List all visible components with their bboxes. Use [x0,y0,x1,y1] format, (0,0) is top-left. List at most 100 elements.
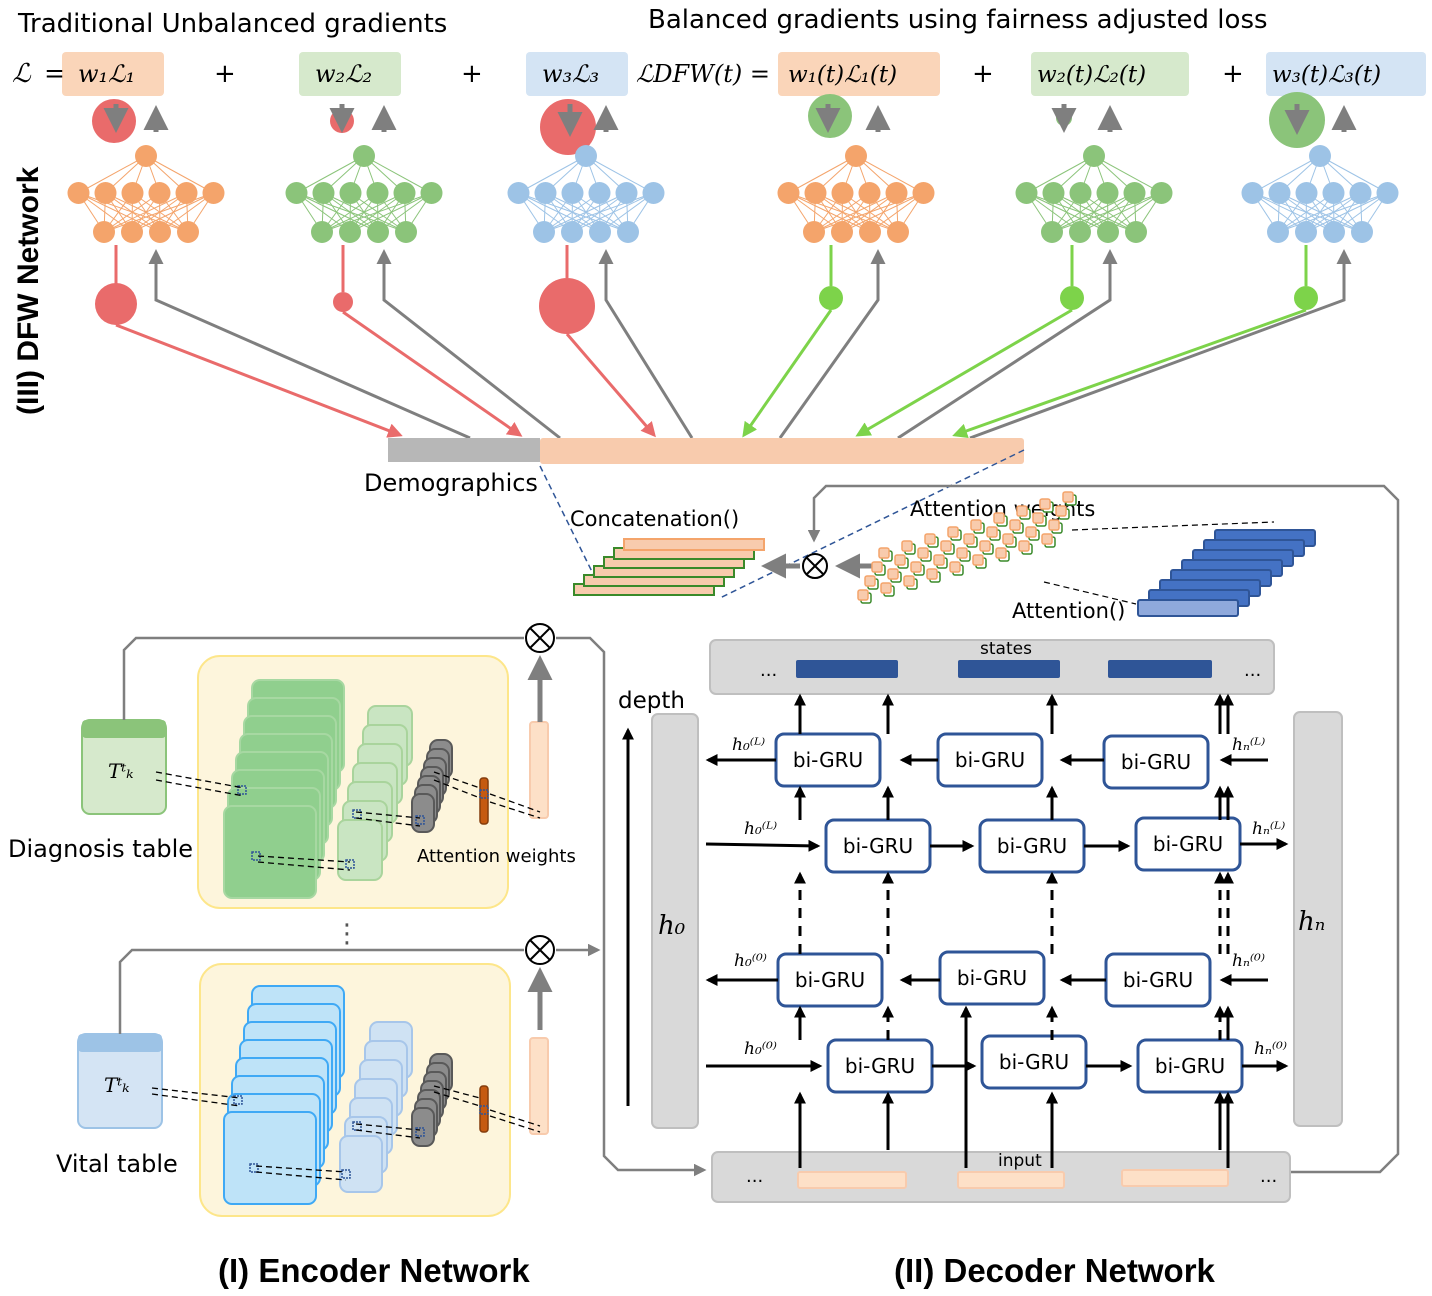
attention-weight [857,589,869,601]
neural-net-3 [507,145,665,243]
attention-weight [970,519,982,531]
bi-gru-label: bi-GRU [843,834,913,858]
bi-gru-label: bi-GRU [1155,1054,1225,1078]
hn0-label-upper: hₙ⁽⁰⁾ [1232,951,1265,971]
diag-attention-bar [529,721,549,819]
net-node [1323,221,1345,243]
net-node [311,221,333,243]
net-node [1295,182,1318,204]
net-node [312,182,335,204]
attention-weight [1018,540,1030,552]
gru-forward-arrow [705,839,821,852]
dfw-plus-2: + [1222,59,1244,89]
input-slot-3 [1121,1169,1229,1187]
diag-attention-feature [479,777,489,825]
vital-attention-bar [529,1037,549,1135]
attention-states-stack [1137,529,1316,617]
output-circle-1 [95,283,137,325]
net-node [1309,145,1331,167]
net-node [339,221,361,243]
input-dots-left: ... [746,1166,763,1187]
term-gradient-arrows [103,104,1357,137]
attention-weight [1009,519,1021,531]
bi-gru-label: bi-GRU [1123,968,1193,992]
net-node [393,182,416,204]
encoder-dashed-links [151,771,541,1181]
bi-gru-cell-3 [1102,734,1210,790]
attention-weight [880,582,892,594]
attention-weight [1062,491,1074,503]
input-dots-right: ... [1260,1166,1277,1187]
net-node [1042,182,1065,204]
attention-fn-label: Attention() [1012,599,1125,623]
net-node [533,221,555,243]
equals-sign: = [44,59,66,89]
net-output-stems [114,245,1308,292]
diagnosis-symbol: Tᵗₖ [108,759,134,783]
h00-label-lower: h₀⁽⁰⁾ [744,1039,777,1059]
feature-selection-marker [237,785,247,795]
attention-weight [871,561,883,573]
net-node [1069,221,1091,243]
concatenation-stack [573,538,765,596]
dfw-network-label: (III) DFW Network [12,166,45,415]
attention-weight [878,547,890,559]
decoder-feedback-loop [807,484,1400,1174]
net-node [1322,182,1345,204]
net-node [285,182,308,204]
net-node [588,182,611,204]
attention-weight [1016,505,1028,517]
balanced-title: Balanced gradients using fairness adjust… [648,5,1268,35]
term-box-1 [62,52,164,96]
attention-weight [947,526,959,538]
net-node [148,182,171,204]
attention-weight [1055,505,1067,517]
diag-feature-map [223,805,317,899]
vital-table-label: Vital table [56,1150,178,1178]
output-circle-2 [333,292,353,312]
net-node [615,182,638,204]
demographics-label: Demographics [364,469,538,497]
concat-dash-left [539,465,601,589]
net-node [367,221,389,243]
hn-column [1293,711,1343,1127]
state-slot-2 [958,660,1060,678]
loss-symbol: ℒ [12,59,32,89]
input-slot-1 [797,1171,907,1189]
concat-layer [623,538,765,551]
net-node [1123,182,1146,204]
neural-net-1 [67,145,225,243]
attention-weight [910,561,922,573]
attention-weight [901,540,913,552]
term-w3l3: w₃ℒ₃ [542,60,599,88]
attention-weight [995,547,1007,559]
net-node [507,182,530,204]
attention-weight [986,526,998,538]
net-node [617,221,639,243]
net-node [1015,182,1038,204]
net-node [1376,182,1399,204]
net-node [149,221,171,243]
net-node [1241,182,1264,204]
neural-net-6 [1241,145,1399,243]
diag-pool-map [411,793,435,833]
h0-label: h₀ [658,911,686,941]
net-node [1268,182,1291,204]
net-node [1351,221,1373,243]
net-node [589,221,611,243]
net-node [1041,221,1063,243]
attention-weight [972,554,984,566]
neural-net-2 [285,145,443,243]
vital-pool-map [411,1107,435,1147]
net-node [1125,221,1147,243]
h00-label-upper: h₀⁽⁰⁾ [734,951,767,971]
net-node [1267,221,1289,243]
net-node [831,221,853,243]
bi-gru-label: bi-GRU [957,966,1027,990]
vital-attention-feature [479,1085,489,1133]
bi-gru-label: bi-GRU [793,748,863,772]
net-node [395,221,417,243]
decoder-section-title: (II) Decoder Network [894,1252,1216,1289]
states-label: states [980,639,1032,659]
net-node [642,182,665,204]
